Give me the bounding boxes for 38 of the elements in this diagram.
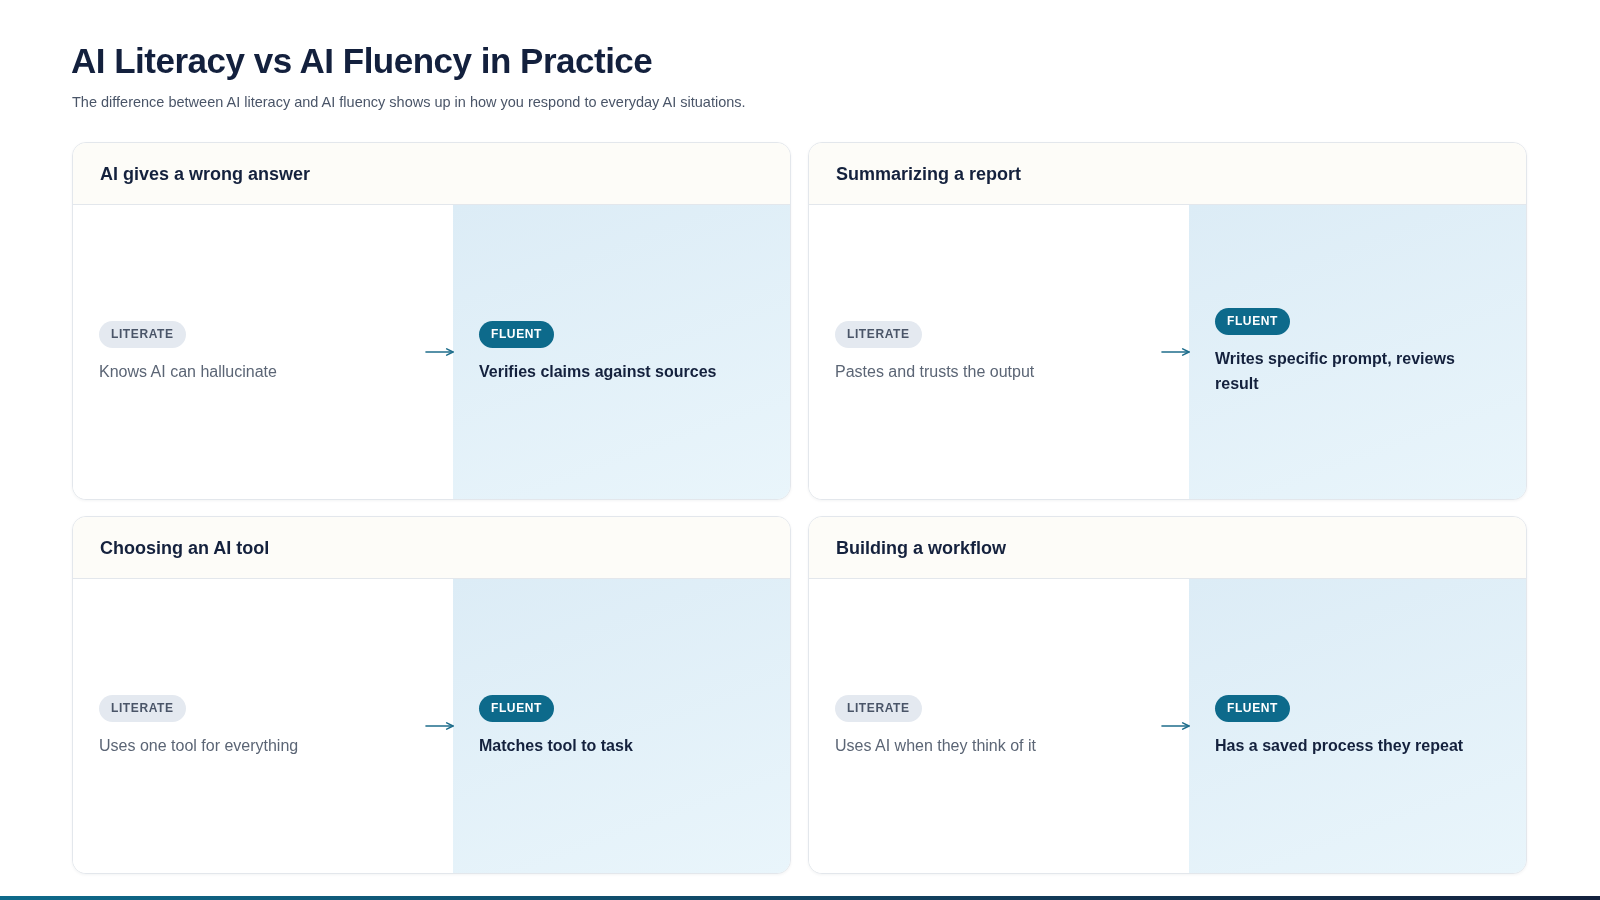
level-badge: FLUENT: [479, 694, 554, 722]
fluent-panel: [1189, 205, 1526, 499]
card-title: Choosing an AI tool: [100, 536, 270, 560]
behavior-text: Uses one tool for everything: [99, 735, 299, 756]
level-badge: LITERATE: [835, 320, 922, 348]
behavior-text: Has a saved process they repeat: [1215, 735, 1464, 756]
arrow: [1161, 348, 1190, 356]
arrow: [425, 348, 454, 356]
behavior-text: Pastes and trusts the output: [835, 361, 1035, 382]
card-title: Building a workflow: [836, 536, 1006, 560]
level-badge: LITERATE: [99, 320, 186, 348]
level-badge: FLUENT: [479, 320, 554, 348]
page-title: AI Literacy vs AI Fluency in Practice: [71, 40, 653, 82]
literate-panel: [809, 205, 1162, 499]
behavior-text: Uses AI when they think of it: [835, 735, 1036, 756]
scenario-card: [808, 142, 1527, 500]
scenario-card: [808, 516, 1527, 874]
literate-panel: [73, 205, 426, 499]
level-badge: FLUENT: [1215, 694, 1290, 722]
fluent-panel: [453, 579, 790, 873]
literate-panel: [73, 579, 426, 873]
fluent-panel: [453, 205, 790, 499]
level-badge: LITERATE: [99, 694, 186, 722]
scenario-card: [72, 516, 791, 874]
behavior-text: Verifies claims against sources: [479, 361, 717, 382]
page-subtitle: The difference between AI literacy and AI fluency shows up in how you respond to everyday AI situations.: [72, 93, 746, 111]
scenario-card: [72, 142, 791, 500]
level-badge: LITERATE: [835, 694, 922, 722]
card-title: Summarizing a report: [836, 162, 1022, 186]
arrow: [425, 722, 454, 730]
fluent-panel: [1189, 579, 1526, 873]
behavior-text: Matches tool to task: [479, 735, 633, 756]
card-title: AI gives a wrong answer: [100, 162, 311, 186]
behavior-text: Knows AI can hallucinate: [99, 361, 277, 382]
arrow: [1161, 722, 1190, 730]
behavior-text: Writes specific prompt, reviews result: [1215, 349, 1456, 394]
level-badge: FLUENT: [1215, 308, 1290, 335]
literate-panel: [809, 579, 1162, 873]
